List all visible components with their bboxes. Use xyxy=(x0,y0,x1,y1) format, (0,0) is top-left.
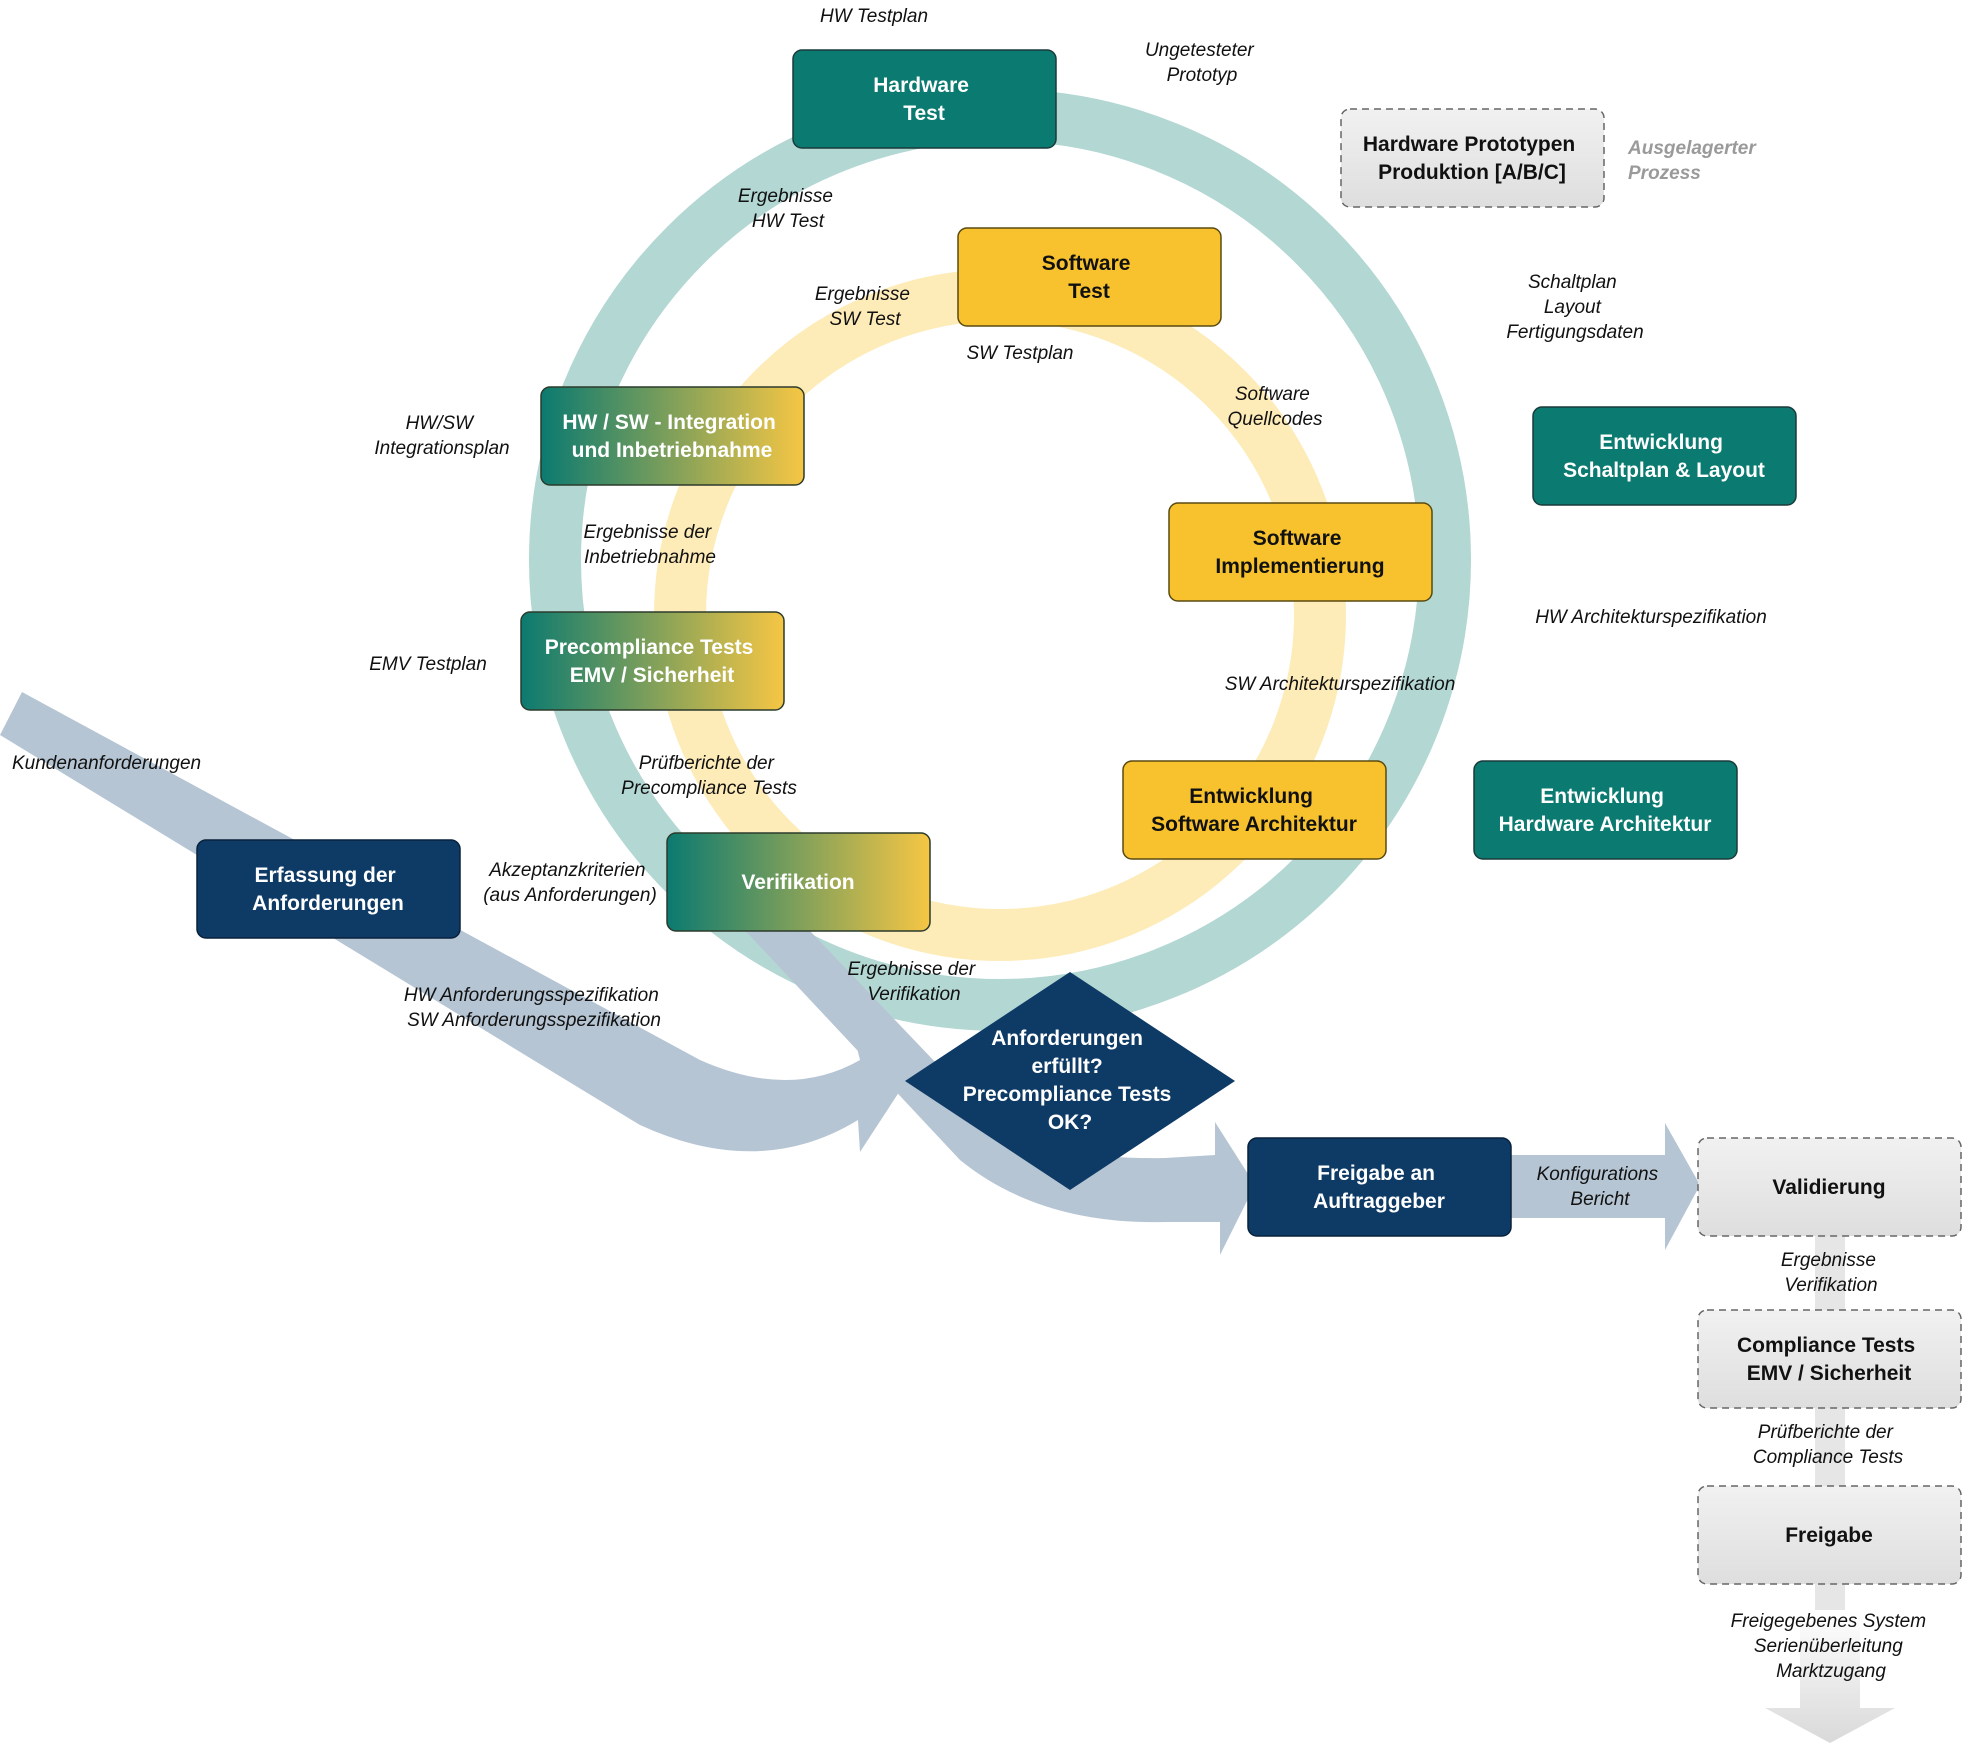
verification-flow-arrow xyxy=(740,910,1255,1255)
svg-text:Validierung: Validierung xyxy=(1772,1176,1885,1199)
box-text: Erfassung der xyxy=(254,864,395,887)
svg-text:Software Test: Software Test xyxy=(1042,252,1137,303)
label-schaltplan-layout: Schaltplan Layout Fertigungsdaten xyxy=(1506,272,1643,343)
hardware-test-box[interactable]: Hardware Test xyxy=(792,49,1057,149)
decision-text: OK? xyxy=(1048,1111,1092,1134)
entwicklung-hw-architektur-box[interactable]: Entwicklung Hardware Architektur xyxy=(1473,760,1738,860)
svg-text:HW / SW - Integration un: HW / SW - Integration und Inbetriebnahme xyxy=(562,411,781,462)
label-pruefberichte-compliance: Prüfberichte der Compliance Tests xyxy=(1753,1422,1904,1468)
box-text: Implementierung xyxy=(1215,555,1384,578)
box-text: Test xyxy=(1068,280,1110,303)
box-text: Freigabe xyxy=(1785,1524,1873,1547)
box-text: Auftraggeber xyxy=(1313,1190,1445,1213)
label-ausgelagerter-prozess: Ausgelagerter Prozess xyxy=(1627,138,1761,184)
box-text: Schaltplan & Layout xyxy=(1563,459,1765,482)
erfassung-anforderungen-box[interactable]: Erfassung der Anforderungen xyxy=(196,839,461,939)
compliance-tests-box[interactable]: Compliance Tests EMV / Sicherheit xyxy=(1697,1309,1962,1409)
label-freigegebenes-system: Freigegebenes System Serienüberleitung M… xyxy=(1731,1611,1932,1682)
box-text: Test xyxy=(903,102,945,125)
box-text: Entwicklung xyxy=(1599,431,1723,454)
svg-text:Hardware Prototypen Prod: Hardware Prototypen Produktion [A/B/C] xyxy=(1363,133,1581,184)
freigabe-auftraggeber-box[interactable]: Freigabe an Auftraggeber xyxy=(1247,1137,1512,1237)
label-software-quellcodes: Software Quellcodes xyxy=(1227,384,1323,430)
label-hw-testplan: HW Testplan xyxy=(820,6,928,27)
svg-text:Precompliance Tests EMV: Precompliance Tests EMV / Sicherheit xyxy=(545,636,759,687)
label-ergebnisse-sw-test: Ergebnisse SW Test xyxy=(815,284,915,330)
hardware-prototypen-box[interactable]: Hardware Prototypen Produktion [A/B/C] xyxy=(1340,108,1605,208)
hw-sw-integration-box[interactable]: HW / SW - Integration und Inbetriebnahme xyxy=(540,386,805,486)
label-ergebnisse-verifikation-2: Ergebnisse Verifikation xyxy=(1781,1250,1881,1296)
label-ergebnisse-inbetriebnahme: Ergebnisse der Inbetriebnahme xyxy=(583,522,716,568)
box-text: Freigabe an xyxy=(1317,1162,1435,1185)
box-text: Entwicklung xyxy=(1540,785,1664,808)
box-text: Verifikation xyxy=(741,871,854,894)
label-kundenanforderungen: Kundenanforderungen xyxy=(12,753,201,774)
box-text: Validierung xyxy=(1772,1176,1885,1199)
box-text: Software xyxy=(1042,252,1131,275)
software-implementierung-box[interactable]: Software Implementierung xyxy=(1168,502,1433,602)
box-text: Hardware Architektur xyxy=(1499,813,1712,836)
svg-text:Entwicklung Hardware Arc: Entwicklung Hardware Architektur xyxy=(1499,785,1712,836)
decision-text: Anforderungen xyxy=(991,1027,1143,1050)
svg-text:Compliance Tests EMV / S: Compliance Tests EMV / Sicherheit xyxy=(1737,1334,1921,1385)
svg-text:Verifikation: Verifikation xyxy=(741,871,854,894)
label-akzeptanzkriterien: Akzeptanzkriterien (aus Anforderungen) xyxy=(483,860,657,906)
box-text: HW / SW - Integration xyxy=(562,411,775,434)
final-down-arrow xyxy=(1765,1610,1895,1743)
decision-text: Precompliance Tests xyxy=(963,1083,1172,1106)
box-text: EMV / Sicherheit xyxy=(570,664,735,687)
validierung-box[interactable]: Validierung xyxy=(1697,1137,1962,1237)
box-text: Anforderungen xyxy=(252,892,404,915)
verifikation-box[interactable]: Verifikation xyxy=(666,832,931,932)
label-sw-architekturspezifikation: SW Architekturspezifikation xyxy=(1225,674,1456,695)
label-sw-testplan: SW Testplan xyxy=(966,343,1073,364)
box-text: Hardware xyxy=(873,74,969,97)
label-ergebnisse-verifikation: Ergebnisse der Verifikation xyxy=(847,959,980,1005)
decision-text: erfüllt? xyxy=(1031,1055,1102,1078)
box-text: Software xyxy=(1253,527,1342,550)
precompliance-tests-box[interactable]: Precompliance Tests EMV / Sicherheit xyxy=(520,611,785,711)
label-ergebnisse-hw-test: Ergebnisse HW Test xyxy=(738,186,838,232)
svg-text:Entwicklung Schaltplan &: Entwicklung Schaltplan & Layout xyxy=(1563,431,1765,482)
box-text: Hardware Prototypen xyxy=(1363,133,1575,156)
requirements-flow-arrow xyxy=(0,692,905,1152)
box-text: EMV / Sicherheit xyxy=(1747,1362,1912,1385)
label-hw-sw-integrationsplan: HW/SW Integrationsplan xyxy=(374,413,509,459)
box-text: Compliance Tests xyxy=(1737,1334,1915,1357)
svg-text:Freigabe: Freigabe xyxy=(1785,1524,1873,1547)
svg-text:Erfassung der Anforderun: Erfassung der Anforderungen xyxy=(252,864,404,915)
svg-text:Hardware Test: Hardware Test xyxy=(873,74,975,125)
svg-text:Software Implementierung: Software Implementierung xyxy=(1215,527,1384,578)
decision-diamond[interactable]: Anforderungen erfüllt? Precompliance Tes… xyxy=(905,972,1235,1190)
label-hw-architekturspezifikation: HW Architekturspezifikation xyxy=(1535,607,1767,628)
label-ungetesteter-prototyp: Ungetesteter Prototyp xyxy=(1145,40,1259,86)
box-text: und Inbetriebnahme xyxy=(572,439,773,462)
label-konfigurations-bericht: Konfigurations Bericht xyxy=(1537,1164,1664,1210)
box-text: Software Architektur xyxy=(1151,813,1357,836)
svg-text:Freigabe an Auftraggeber: Freigabe an Auftraggeber xyxy=(1313,1162,1445,1213)
box-text: Precompliance Tests xyxy=(545,636,754,659)
release-flow-arrow xyxy=(1510,1123,1700,1250)
label-anforderungsspezifikation: HW Anforderungsspezifikation SW Anforder… xyxy=(404,985,664,1031)
box-text: Entwicklung xyxy=(1189,785,1313,808)
software-test-box[interactable]: Software Test xyxy=(957,227,1222,327)
box-text: Produktion [A/B/C] xyxy=(1378,161,1566,184)
freigabe-box[interactable]: Freigabe xyxy=(1697,1485,1962,1585)
entwicklung-sw-architektur-box[interactable]: Entwicklung Software Architektur xyxy=(1122,760,1387,860)
label-emv-testplan: EMV Testplan xyxy=(369,654,487,675)
svg-text:Anforderungen erfüllt?: Anforderungen erfüllt? Precompliance Tes… xyxy=(963,1027,1177,1134)
svg-text:Entwicklung Software Arc: Entwicklung Software Architektur xyxy=(1151,785,1357,836)
label-pruefberichte-precompliance: Prüfberichte der Precompliance Tests xyxy=(621,753,797,799)
entwicklung-schaltplan-box[interactable]: Entwicklung Schaltplan & Layout xyxy=(1532,406,1797,506)
